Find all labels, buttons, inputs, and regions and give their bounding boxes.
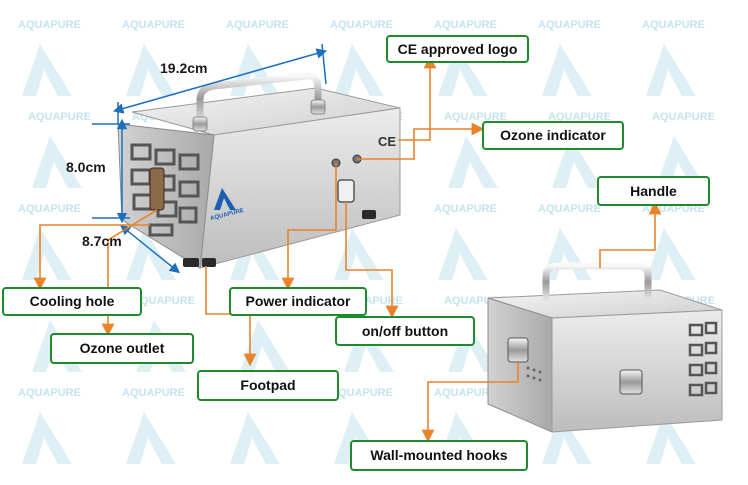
watermark-text: AQUAPURE (642, 19, 705, 31)
leader-ozone-indicator (357, 122, 485, 160)
watermark-tile: AQUAPURE (652, 111, 715, 188)
rear-view-ozone-generator (487, 262, 723, 433)
main-ozone-generator: CE (117, 72, 401, 269)
ce-mark: CE (378, 134, 396, 149)
watermark-tile: AQUAPURE (18, 387, 81, 464)
footpad-right (362, 210, 376, 219)
watermark-logo-mark (334, 44, 384, 96)
dimension-height-label: 8.0cm (66, 159, 106, 175)
watermark-logo-mark (22, 412, 72, 464)
label-cooling-hole: Cooling hole (2, 287, 142, 316)
footpad-left (183, 258, 199, 267)
watermark-tile: AQUAPURE (122, 387, 185, 464)
label-power-indicator: Power indicator (229, 287, 367, 316)
leader-power-indicator (281, 163, 337, 291)
label-on-off-button: on/off button (335, 316, 475, 346)
watermark-logo-mark (438, 228, 488, 280)
wall-hook-right (619, 369, 643, 395)
watermark-tile: AQUAPURE (434, 19, 497, 96)
watermark-text: AQUAPURE (434, 19, 497, 31)
watermark-tile: AQUAPURE (18, 19, 81, 96)
watermark-logo-mark (646, 412, 696, 464)
watermark-text: AQUAPURE (548, 111, 611, 123)
leader-lines (33, 55, 662, 443)
leader-wall-hooks (421, 362, 519, 443)
watermark-logo-mark (448, 320, 498, 372)
dimension-width-line (119, 224, 181, 274)
watermark-logo-mark (22, 228, 72, 280)
watermark-text: AQUAPURE (18, 387, 81, 399)
leader-ce-logo (398, 55, 437, 141)
watermark-logo-mark (542, 412, 592, 464)
watermark-text: AQUAPURE (434, 203, 497, 215)
watermark-text: AQUAPURE (652, 111, 715, 123)
dimension-lines (92, 43, 328, 274)
watermark-text: AQUAPURE (18, 203, 81, 215)
aquapure-logo-mark (214, 188, 236, 210)
watermark-tile: AQUAPURE (330, 19, 393, 96)
dimension-length-line (112, 48, 328, 114)
leader-footpad (205, 266, 257, 367)
vent-dots (526, 366, 542, 382)
watermark-tile: AQUAPURE (444, 111, 507, 188)
watermark-logo-mark (438, 44, 488, 96)
watermark-logo-mark (32, 136, 82, 188)
watermark-text: AQUAPURE (132, 295, 195, 307)
watermark-text: AQUAPURE (226, 19, 289, 31)
rear-device-front (487, 297, 553, 433)
rear-cooling-grille (688, 321, 718, 397)
watermark-text: AQUAPURE (538, 19, 601, 31)
label-ozone-indicator: Ozone indicator (482, 121, 624, 150)
label-handle: Handle (597, 176, 710, 206)
watermark-text: AQUAPURE (330, 387, 393, 399)
watermark-text: AQUAPURE (28, 111, 91, 123)
watermark-text: AQUAPURE (444, 111, 507, 123)
cooling-hole-grille (130, 143, 200, 237)
watermark-text: AQUAPURE (122, 19, 185, 31)
watermark-logo-mark (448, 136, 498, 188)
dimension-width-label: 8.7cm (82, 233, 122, 249)
dimension-length-label: 19.2cm (160, 60, 208, 76)
watermark-logo-mark (230, 228, 280, 280)
watermark-text: AQUAPURE (538, 203, 601, 215)
label-footpad: Footpad (197, 370, 339, 401)
watermark-logo-mark (126, 412, 176, 464)
watermark-text: AQUAPURE (330, 19, 393, 31)
watermark-tile: AQUAPURE (434, 203, 497, 280)
watermark-logo-mark (552, 136, 602, 188)
watermark-logo-mark (542, 44, 592, 96)
on-off-switch (337, 179, 355, 203)
watermark-text: AQUAPURE (122, 387, 185, 399)
ozone-outlet-port (149, 167, 165, 211)
wall-hook-left (507, 337, 529, 363)
watermark-tile: AQUAPURE (538, 19, 601, 96)
watermark-logo-mark (22, 44, 72, 96)
watermark-logo-mark (656, 136, 706, 188)
label-ozone-outlet: Ozone outlet (50, 333, 194, 364)
watermark-tile: AQUAPURE (18, 203, 81, 280)
watermark-logo-mark (230, 412, 280, 464)
watermark-tile: AQUAPURE (548, 111, 611, 188)
leader-on-off (345, 202, 399, 319)
label-wall-mounted-hooks: Wall-mounted hooks (350, 440, 528, 471)
rear-device-handle (542, 262, 652, 302)
watermark-logo-mark (646, 44, 696, 96)
watermark-tile: AQUAPURE (642, 19, 705, 96)
footpad-mid (202, 258, 216, 267)
label-ce-approved-logo: CE approved logo (386, 35, 529, 63)
watermark-text: AQUAPURE (18, 19, 81, 31)
watermark-text: AQUAPURE (434, 387, 497, 399)
watermark-logo-mark (344, 320, 394, 372)
watermark-logo-mark (646, 228, 696, 280)
leader-cooling-hole (33, 224, 150, 291)
watermark-tile: AQUAPURE (28, 111, 91, 188)
leader-handle (599, 201, 662, 268)
